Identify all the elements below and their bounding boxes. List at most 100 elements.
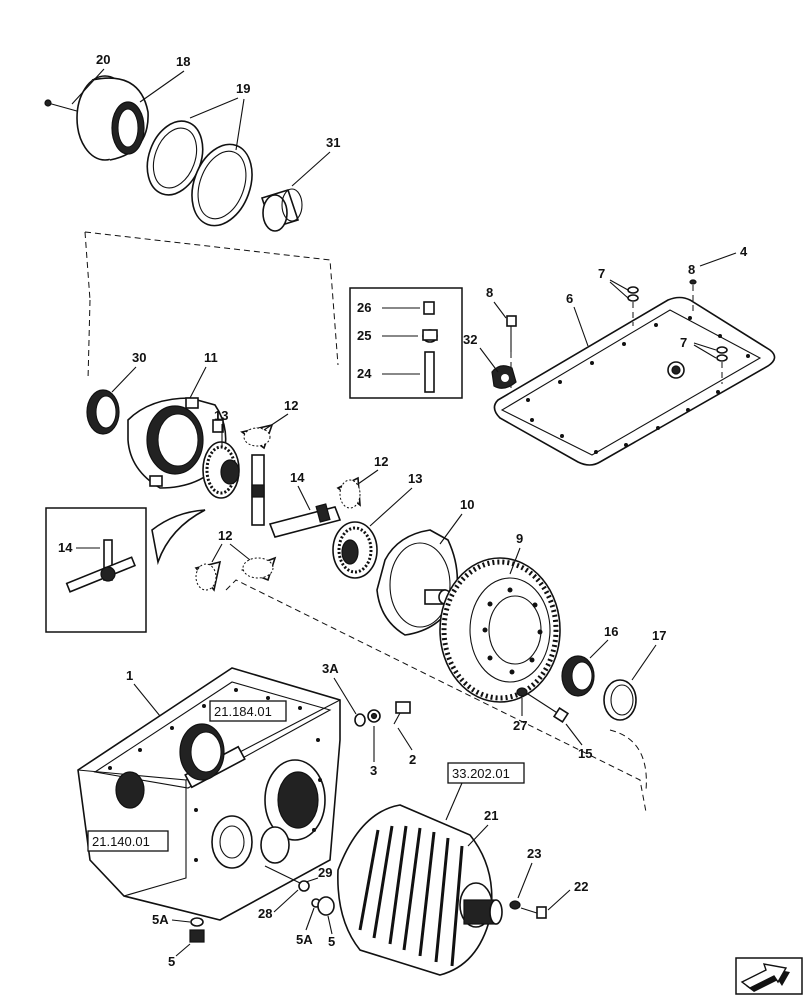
svg-text:4: 4	[740, 244, 748, 259]
pinion-shaft-14	[268, 503, 342, 538]
svg-text:14: 14	[290, 470, 305, 485]
differential-case-11	[127, 397, 227, 489]
inset-box-pins	[349, 287, 463, 399]
bearing-cup-31	[260, 188, 303, 232]
svg-text:5: 5	[328, 934, 335, 949]
svg-text:31: 31	[326, 135, 340, 150]
callout-20[interactable]: 20	[71, 52, 110, 105]
callout-6[interactable]: 6	[566, 291, 589, 347]
callout-14-inset[interactable]: 14	[58, 540, 100, 555]
callout-31[interactable]: 31	[291, 135, 340, 187]
callout-14-shaft[interactable]: 14	[290, 470, 311, 511]
washer-23	[509, 900, 521, 910]
gasket-19b	[191, 143, 253, 227]
callout-8[interactable]: 8	[486, 285, 507, 319]
callout-7-right[interactable]: 7	[680, 335, 717, 359]
callout-26[interactable]: 26	[357, 300, 371, 315]
callout-12-mid[interactable]: 12	[357, 454, 388, 485]
reference-box-21-140-01[interactable]: 21.140.01	[87, 830, 169, 852]
callout-32[interactable]: 32	[463, 332, 499, 373]
svg-text:12: 12	[374, 454, 388, 469]
callout-3A[interactable]: 3A	[322, 661, 357, 715]
callout-24[interactable]: 24	[357, 366, 372, 381]
wedge-arrow	[151, 509, 206, 566]
cover-plate-6	[493, 296, 776, 466]
bushing-25	[382, 329, 438, 343]
svg-text:26: 26	[357, 300, 371, 315]
callout-18[interactable]: 18	[139, 54, 190, 103]
callout-3[interactable]: 3	[370, 726, 377, 778]
svg-text:14: 14	[58, 540, 73, 555]
svg-text:5A: 5A	[296, 932, 313, 947]
callout-5A-mid[interactable]: 5A	[296, 907, 315, 947]
pinion-gear-12a	[240, 423, 274, 450]
svg-text:30: 30	[132, 350, 146, 365]
svg-text:18: 18	[176, 54, 190, 69]
callout-5A-left[interactable]: 5A	[152, 912, 191, 927]
bolt-2	[393, 701, 411, 725]
bearing-cone-16	[561, 655, 595, 697]
callout-12-top[interactable]: 12	[263, 398, 298, 431]
callout-27[interactable]: 27	[513, 698, 527, 733]
callout-4[interactable]: 4	[699, 244, 748, 267]
next-page-arrow-icon[interactable]	[735, 957, 803, 995]
svg-text:2: 2	[409, 752, 416, 767]
callout-13-top[interactable]: 13	[214, 408, 228, 446]
callout-30[interactable]: 30	[111, 350, 146, 393]
callout-13-mid[interactable]: 13	[369, 471, 422, 527]
svg-text:1: 1	[126, 668, 133, 683]
svg-text:32: 32	[463, 332, 477, 347]
svg-text:25: 25	[357, 328, 371, 343]
bearing-cone-30	[86, 389, 120, 435]
reference-box-21-184-01[interactable]: 21.184.01	[209, 700, 287, 722]
bolt-22	[520, 906, 547, 919]
svg-text:13: 13	[214, 408, 228, 423]
svg-text:3: 3	[370, 763, 377, 778]
svg-text:8: 8	[486, 285, 493, 300]
svg-text:19: 19	[236, 81, 250, 96]
callout-5-left[interactable]: 5	[168, 943, 191, 969]
svg-text:10: 10	[460, 497, 474, 512]
side-gear-13a	[202, 441, 240, 499]
callout-17[interactable]: 17	[631, 628, 666, 681]
callout-21[interactable]: 21	[467, 808, 498, 847]
callout-9[interactable]: 9	[509, 531, 523, 575]
callout-11[interactable]: 11	[189, 350, 218, 399]
svg-text:21.140.01: 21.140.01	[92, 834, 150, 849]
callout-22[interactable]: 22	[547, 879, 588, 911]
washer-27	[516, 687, 528, 697]
spider-cross-14	[65, 539, 136, 593]
callout-16[interactable]: 16	[589, 624, 618, 659]
svg-text:6: 6	[566, 291, 573, 306]
washer-3A	[354, 713, 366, 727]
plug-26	[382, 301, 435, 315]
side-gear-13b	[332, 521, 378, 579]
callout-29[interactable]: 29	[305, 865, 332, 883]
svg-text:21.184.01: 21.184.01	[214, 704, 272, 719]
svg-text:3A: 3A	[322, 661, 339, 676]
reference-box-33-202-01[interactable]: 33.202.01	[445, 762, 525, 821]
svg-text:24: 24	[357, 366, 372, 381]
callout-10[interactable]: 10	[439, 497, 474, 545]
svg-text:22: 22	[574, 879, 588, 894]
svg-text:15: 15	[578, 746, 592, 761]
svg-text:16: 16	[604, 624, 618, 639]
callout-28[interactable]: 28	[258, 889, 299, 921]
callout-15[interactable]: 15	[565, 723, 592, 761]
callout-23[interactable]: 23	[517, 846, 541, 899]
callout-25[interactable]: 25	[357, 328, 371, 343]
inset-box-cross	[45, 507, 147, 633]
callout-8-top[interactable]: 8	[688, 262, 695, 277]
callout-1[interactable]: 1	[126, 668, 161, 717]
callout-7-top[interactable]: 7	[598, 266, 629, 299]
callout-2[interactable]: 2	[397, 727, 416, 767]
pinion-gear-12b	[336, 476, 361, 509]
callout-19[interactable]: 19	[189, 81, 250, 151]
svg-text:33.202.01: 33.202.01	[452, 766, 510, 781]
callout-12-low[interactable]: 12	[211, 528, 251, 563]
svg-text:9: 9	[516, 531, 523, 546]
callout-5-mid[interactable]: 5	[327, 915, 335, 949]
washers-7b	[716, 346, 728, 384]
